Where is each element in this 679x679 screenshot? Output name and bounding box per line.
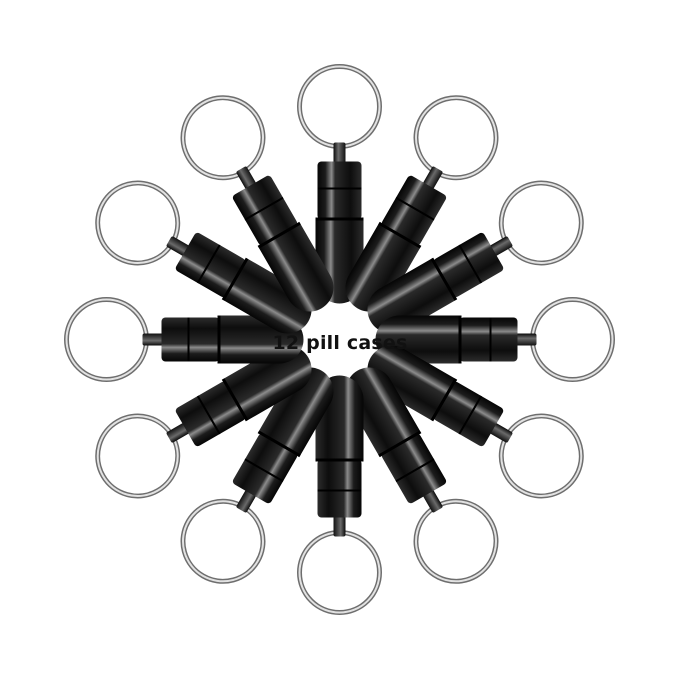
product-caption: 12 pill cases bbox=[272, 332, 408, 354]
